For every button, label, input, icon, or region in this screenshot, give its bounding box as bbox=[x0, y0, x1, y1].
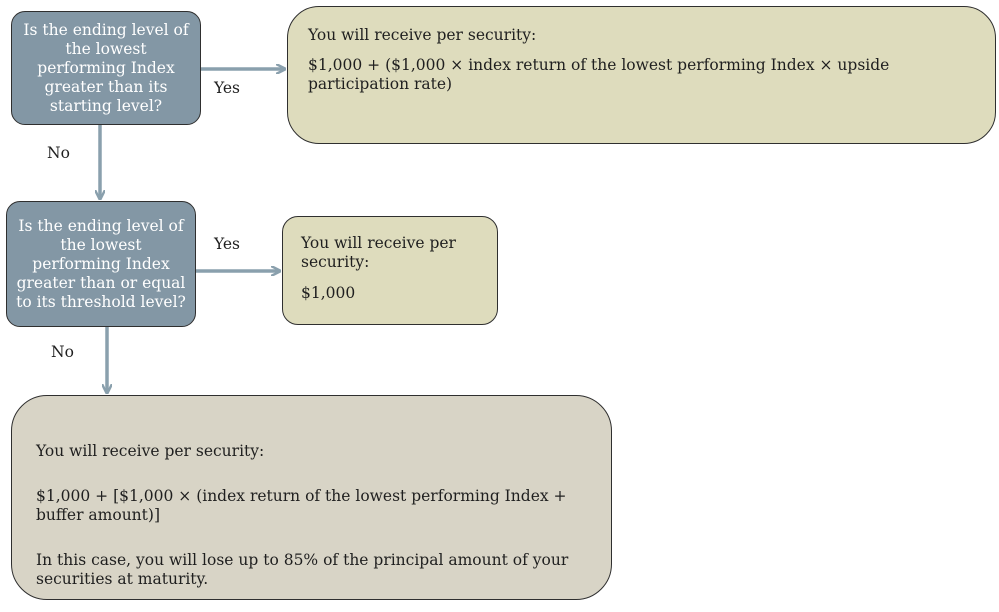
outcome-formula-loss: $1,000 + [$1,000 × (index return of the … bbox=[36, 487, 567, 524]
decision-box-q2: Is the ending level of the lowest perfor… bbox=[6, 201, 196, 327]
outcome-title-par: You will receive per security: bbox=[301, 234, 456, 271]
outcome-title-upside: You will receive per security: bbox=[308, 26, 537, 44]
no-label-q2: No bbox=[51, 343, 74, 361]
outcome-note-loss: In this case, you will lose up to 85% of… bbox=[36, 551, 569, 588]
no-label-q1: No bbox=[47, 144, 70, 162]
decision-box-q1: Is the ending level of the lowest perfor… bbox=[11, 11, 201, 125]
outcome-title-loss: You will receive per security: bbox=[36, 442, 265, 460]
outcome-amount-par: $1,000 bbox=[301, 284, 356, 302]
decision-text-q2: Is the ending level of the lowest perfor… bbox=[16, 216, 186, 311]
outcome-formula-upside: $1,000 + ($1,000 × index return of the l… bbox=[308, 56, 890, 93]
outcome-box-par: You will receive per security: $1,000 bbox=[282, 216, 498, 325]
outcome-box-upside: You will receive per security: $1,000 + … bbox=[287, 6, 996, 144]
yes-label-q2: Yes bbox=[214, 235, 241, 253]
yes-label-q1: Yes bbox=[214, 79, 241, 97]
decision-text-q1: Is the ending level of the lowest perfor… bbox=[23, 20, 189, 115]
outcome-box-loss: You will receive per security: $1,000 + … bbox=[11, 395, 612, 600]
